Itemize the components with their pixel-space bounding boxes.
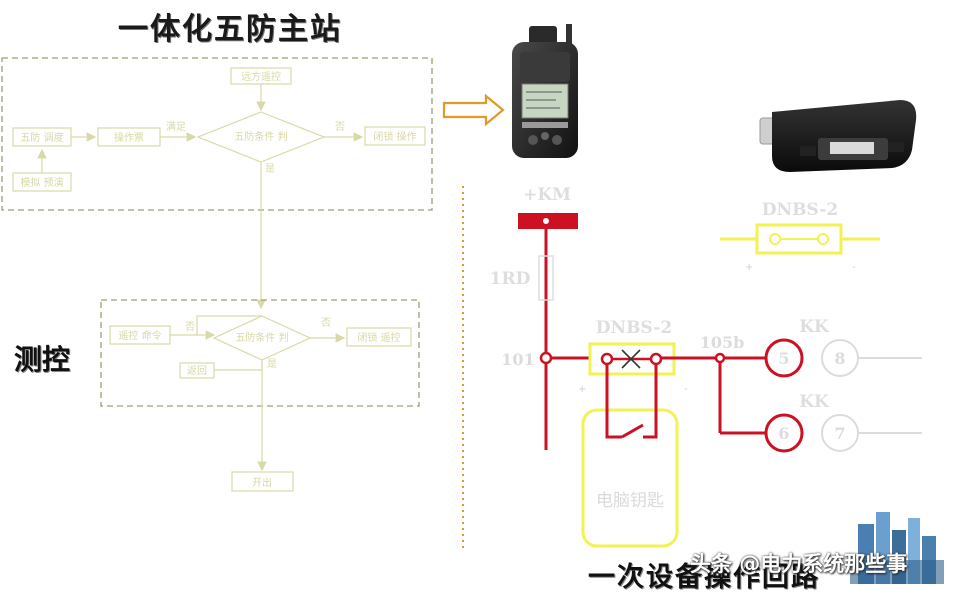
- computer-key-box: 电脑钥匙: [581, 408, 679, 548]
- edge-label-no-top: 否: [335, 121, 345, 133]
- box-lock-operation-text: 闭锁 操作: [373, 130, 416, 143]
- dnbs-top-component: [720, 223, 880, 255]
- computer-key-device-image: [512, 24, 578, 158]
- node-101: [539, 351, 553, 365]
- diamond-top-text: 五防条件 判: [234, 130, 287, 143]
- dnbs-lock-image: [759, 100, 917, 172]
- kk-label-2: KK: [799, 392, 830, 412]
- node-105b: [714, 352, 726, 364]
- skyline-icon: [850, 512, 944, 584]
- diamond-bottom-text: 五防条件 判: [235, 331, 288, 344]
- kk-contact-6: 6: [764, 413, 804, 453]
- svg-text:6: 6: [778, 424, 789, 443]
- computer-key-label: 电脑钥匙: [596, 491, 664, 511]
- dnbs-top-minus: -: [852, 262, 856, 273]
- km-label: +KM: [523, 185, 571, 205]
- top-dashed-frame: [1, 57, 433, 211]
- measure-control-label: 测控: [14, 343, 71, 376]
- box-wufang-dispatch-text: 五防 调度: [20, 131, 63, 144]
- transfer-arrow: [442, 93, 505, 127]
- watermark: 头条 @电力系统那些事: [690, 552, 908, 576]
- rd-label: 1RD: [490, 269, 531, 289]
- diamond-top-condition: 五防条件 判: [196, 111, 326, 163]
- dnbs-top-plus: +: [745, 262, 753, 273]
- bottom-dashed-frame: [100, 299, 420, 407]
- svg-text:7: 7: [834, 424, 845, 443]
- box-output: 开出: [231, 471, 294, 492]
- box-lock-operation: 闭锁 操作: [364, 126, 426, 146]
- dnbs-mid-label: DNBS-2: [596, 318, 672, 338]
- box-remote-command-text: 遥控 命令: [118, 329, 161, 342]
- box-remote-control: 远方遥控: [230, 67, 292, 85]
- box-return-text: 返回: [187, 365, 207, 377]
- box-lock-remote-text: 闭锁 遥控: [357, 331, 400, 344]
- kk-label-1: KK: [799, 317, 830, 337]
- dnbs-mid-plus: +: [578, 384, 586, 395]
- edge-label-no-left: 否: [185, 321, 195, 333]
- edge-label-no-right: 否: [321, 317, 331, 329]
- box-simulation-text: 模拟 预演: [20, 176, 63, 189]
- box-lock-remote: 闭锁 遥控: [346, 327, 412, 347]
- dnbs-mid-minus: -: [684, 384, 688, 395]
- edge-label-yes-top: 是: [265, 163, 275, 175]
- box-operation-ticket-text: 操作票: [114, 131, 144, 144]
- kk-contact-7: 7: [821, 414, 859, 452]
- svg-text:8: 8: [834, 349, 845, 368]
- svg-text:5: 5: [778, 349, 789, 368]
- box-wufang-dispatch: 五防 调度: [12, 127, 72, 147]
- node-105b-label: 105b: [700, 333, 745, 352]
- edge-label-satisfied: 满足: [166, 121, 186, 133]
- box-simulation: 模拟 预演: [12, 172, 72, 192]
- edge-label-yes-bottom: 是: [267, 358, 277, 370]
- box-remote-command: 遥控 命令: [109, 325, 171, 345]
- dnbs-top-label: DNBS-2: [762, 200, 838, 220]
- box-remote-control-text: 远方遥控: [241, 70, 281, 83]
- kk-contact-8: 8: [821, 339, 859, 377]
- diamond-bottom-condition: 五防条件 判: [212, 315, 312, 361]
- bottom-title: 一次设备操作回路: [588, 562, 820, 593]
- box-output-text: 开出: [252, 476, 272, 489]
- box-operation-ticket: 操作票: [97, 127, 161, 147]
- kk-contact-5: 5: [764, 338, 804, 378]
- fuse-1rd: [538, 255, 554, 301]
- node-101-label: 101: [501, 350, 534, 369]
- main-title: 一体化五防主站: [118, 12, 342, 47]
- box-return: 返回: [179, 362, 215, 379]
